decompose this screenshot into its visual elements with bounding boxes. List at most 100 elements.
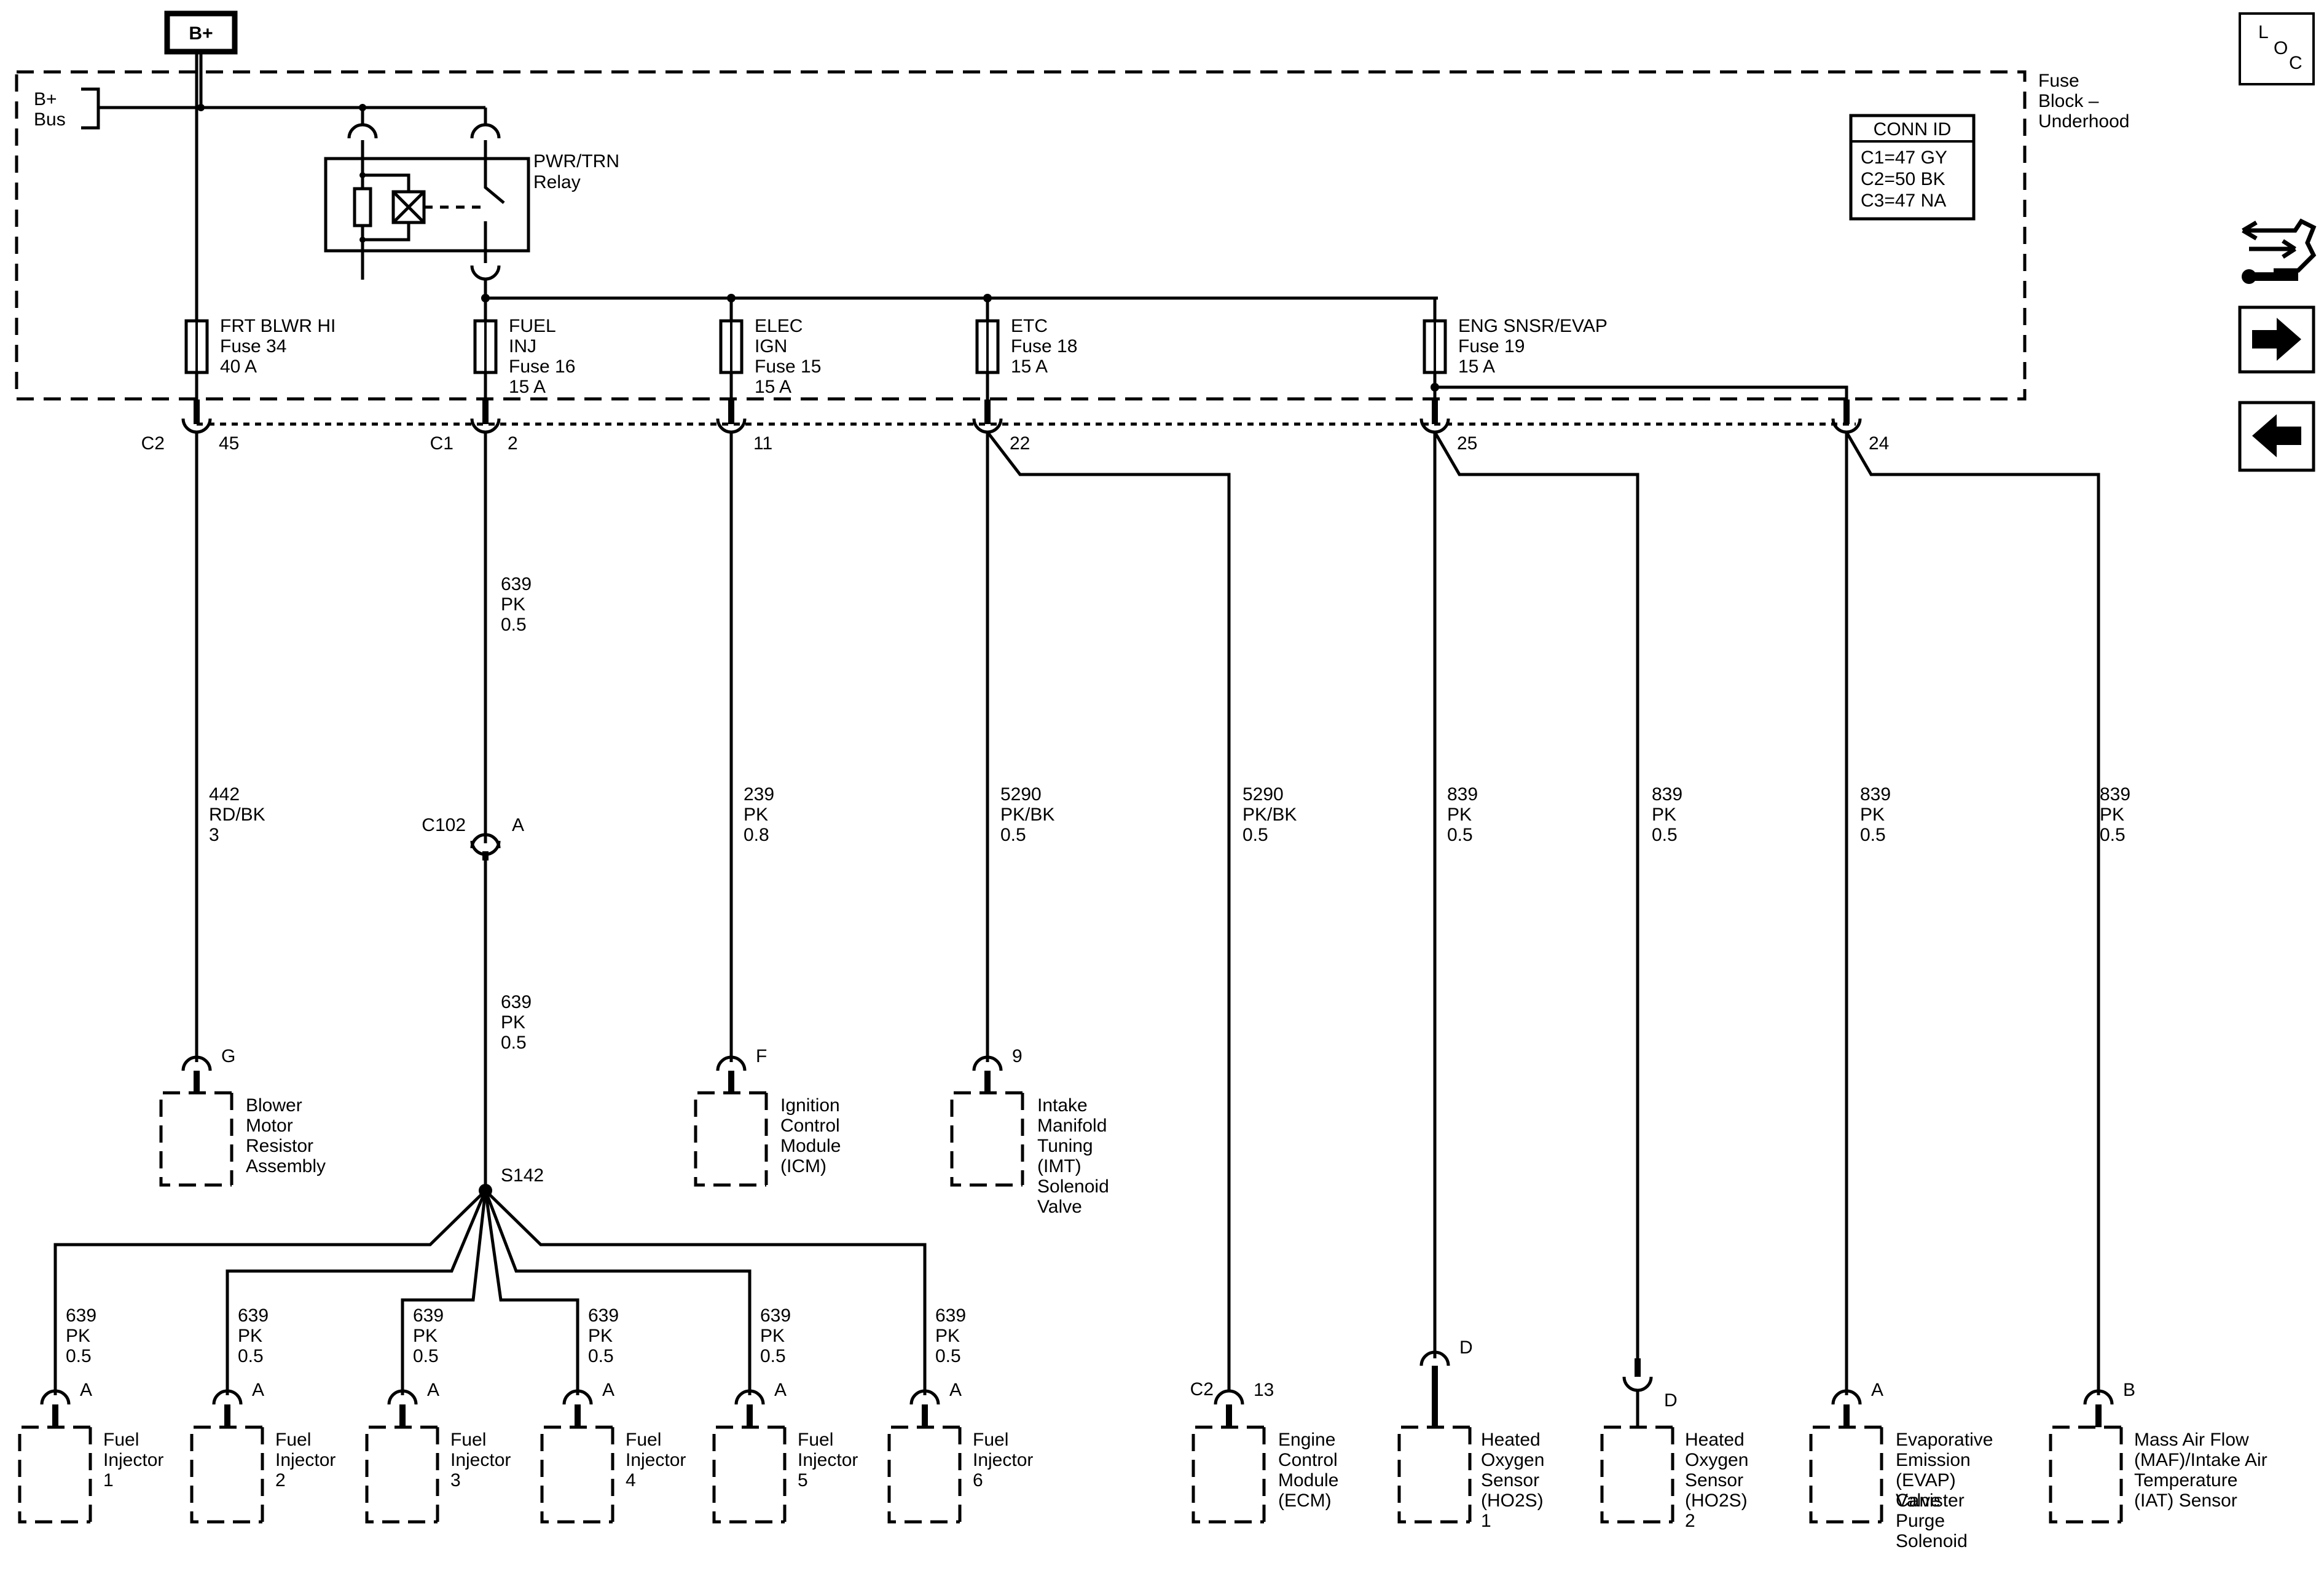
splice-label: S142 bbox=[501, 1165, 544, 1186]
bus-node bbox=[197, 104, 205, 111]
fuel-injector-terminal bbox=[562, 1389, 593, 1405]
fuse19-node bbox=[1431, 383, 1439, 392]
conn-id-row: C2=50 BK bbox=[1861, 169, 1945, 189]
icm-pin-label: F bbox=[756, 1046, 767, 1066]
fuse-block-label: Fuse Block – Underhood bbox=[2038, 71, 2129, 132]
ecm-terminal bbox=[1214, 1389, 1244, 1405]
evap-solenoid-pin-label: A bbox=[1871, 1380, 1883, 1400]
power-source: B+ bbox=[164, 10, 238, 55]
maf-iat-sensor-pin-label: B bbox=[2123, 1380, 2135, 1400]
block-terminal-conn: C2 bbox=[141, 433, 165, 454]
connector-tool-icon[interactable] bbox=[2242, 218, 2317, 284]
bus-bracket bbox=[81, 87, 100, 130]
wire bbox=[1433, 431, 1639, 1358]
maf-iat-sensor-body bbox=[2049, 1425, 2123, 1524]
conn-id-table: CONN ID C1=47 GY C2=50 BK C3=47 NA bbox=[1849, 114, 1976, 221]
loc-letter: C bbox=[2289, 53, 2302, 73]
arrow-right-icon bbox=[2252, 318, 2301, 361]
wire bbox=[986, 431, 1231, 1392]
ho2s2-body bbox=[1600, 1425, 1674, 1524]
fuel-injector-body bbox=[190, 1425, 264, 1524]
fuel-injector-body bbox=[365, 1425, 439, 1524]
maf-iat-sensor-terminal bbox=[2083, 1389, 2114, 1405]
block-terminal-pin-number: 11 bbox=[753, 433, 772, 454]
ecm-pin-label: 13 bbox=[1254, 1380, 1274, 1400]
ho2s1-terminal bbox=[1419, 1350, 1450, 1366]
fuel-injector-terminal bbox=[387, 1389, 418, 1405]
ho2s2-pin-label: D bbox=[1664, 1390, 1678, 1411]
evap-overprint: Valve bbox=[1896, 1490, 1941, 1511]
bus-drop bbox=[361, 108, 487, 126]
ecm-body bbox=[1191, 1425, 1266, 1524]
evap-solenoid-body bbox=[1809, 1425, 1883, 1524]
blower-resistor-pin-label: G bbox=[221, 1046, 235, 1066]
fuse19-branch bbox=[1435, 385, 1848, 418]
conn-id-title: CONN ID bbox=[1874, 119, 1952, 140]
fuel-injector-pin-label: A bbox=[252, 1380, 264, 1400]
pwr-trn-relay bbox=[324, 123, 530, 295]
power-source-label: B+ bbox=[189, 23, 213, 44]
fuel-injector-body bbox=[712, 1425, 787, 1524]
fuel-injector-body bbox=[18, 1425, 92, 1524]
fuel-injector-terminal bbox=[734, 1389, 765, 1405]
bus-line bbox=[98, 52, 485, 109]
fuel-injector-terminal bbox=[40, 1389, 71, 1405]
arrow-left-icon bbox=[2252, 414, 2301, 457]
icm-terminal bbox=[716, 1055, 747, 1071]
ho2s2-terminal bbox=[1622, 1376, 1653, 1392]
conn-id-row: C1=47 GY bbox=[1861, 148, 1947, 168]
fuse-feed-line bbox=[484, 295, 1438, 300]
fuse-block-outline bbox=[15, 70, 2027, 401]
evap-solenoid-terminal bbox=[1831, 1389, 1862, 1405]
arrow-left-button[interactable] bbox=[2238, 401, 2315, 472]
blower-resistor-terminal bbox=[181, 1055, 212, 1071]
c102-pin-label: A bbox=[512, 815, 524, 835]
loc-letter: L bbox=[2258, 22, 2269, 42]
fuel-injector-body bbox=[540, 1425, 614, 1524]
imt-valve-terminal bbox=[972, 1055, 1003, 1071]
arrow-right-button[interactable] bbox=[2238, 305, 2315, 374]
conn-id-row: C3=47 NA bbox=[1861, 191, 1946, 211]
block-terminal-conn: C1 bbox=[430, 433, 453, 454]
blower-resistor-body bbox=[159, 1091, 234, 1187]
relay-label: PWR/TRN Relay bbox=[533, 151, 624, 192]
icm-body bbox=[694, 1091, 768, 1187]
fuel-injector-pin-label: A bbox=[602, 1380, 614, 1400]
block-terminal-pin-number: 25 bbox=[1457, 433, 1477, 454]
block-terminal-pin-number: 22 bbox=[1010, 433, 1030, 454]
loc-button[interactable]: L O C bbox=[2239, 12, 2315, 85]
ho2s1-pin-label: D bbox=[1459, 1337, 1473, 1358]
fuel-injector-pin-label: A bbox=[427, 1380, 439, 1400]
